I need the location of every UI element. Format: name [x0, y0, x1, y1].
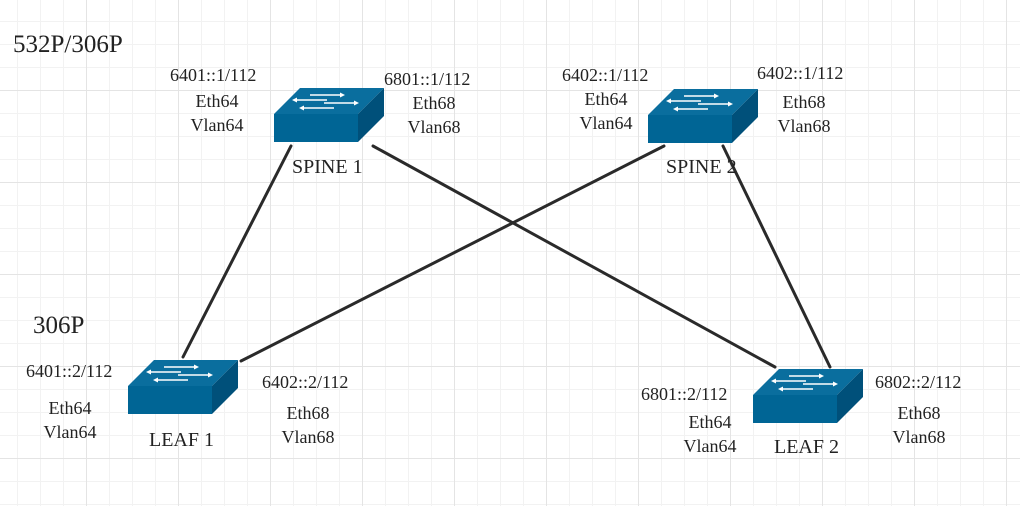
link-spine2-leaf1 — [239, 144, 666, 363]
spine1-left-eth: Eth64 — [195, 91, 239, 111]
spine1-right-address: 6801::1/112 — [384, 69, 471, 89]
leaf2-right-vlan: Vlan68 — [892, 427, 946, 447]
spine2-right-eth: Eth68 — [782, 92, 826, 112]
spine2-left-address: 6402::1/112 — [562, 65, 649, 85]
spine1-left-vlan: Vlan64 — [190, 115, 244, 135]
leaf1-right-address: 6402::2/112 — [262, 372, 349, 392]
spine2-left-eth: Eth64 — [584, 89, 628, 109]
spine2-right-vlan: Vlan68 — [777, 116, 831, 136]
spine2-switch-icon[interactable] — [647, 88, 759, 144]
spine1-right-vlan: Vlan68 — [407, 117, 461, 137]
spine1-right-eth: Eth68 — [412, 93, 456, 113]
group-label-top: 532P/306P — [13, 31, 123, 58]
spine1-switch-icon[interactable] — [273, 87, 385, 143]
spine1-left-address: 6401::1/112 — [170, 65, 257, 85]
leaf2-right-address: 6802::2/112 — [875, 372, 962, 392]
leaf1-switch-icon[interactable] — [127, 359, 239, 415]
leaf1-left-eth: Eth64 — [48, 398, 92, 418]
group-label-bottom: 306P — [33, 312, 85, 339]
link-spine1-leaf1 — [181, 144, 293, 359]
leaf2-name: LEAF 2 — [774, 436, 839, 458]
spine2-right-address: 6402::1/112 — [757, 63, 844, 83]
leaf2-switch-icon[interactable] — [752, 368, 864, 424]
leaf1-left-address: 6401::2/112 — [26, 361, 113, 381]
leaf1-left-vlan: Vlan64 — [43, 422, 97, 442]
leaf2-left-address: 6801::2/112 — [641, 384, 728, 404]
leaf1-name: LEAF 1 — [149, 429, 214, 451]
link-spine2-leaf2 — [721, 144, 832, 369]
leaf2-left-vlan: Vlan64 — [683, 436, 737, 456]
spine2-name: SPINE 2 — [666, 156, 737, 178]
leaf2-right-eth: Eth68 — [897, 403, 941, 423]
leaf1-right-vlan: Vlan68 — [281, 427, 335, 447]
leaf1-right-eth: Eth68 — [286, 403, 330, 423]
spine1-name: SPINE 1 — [292, 156, 363, 178]
link-spine1-leaf2 — [371, 144, 777, 369]
spine2-left-vlan: Vlan64 — [579, 113, 633, 133]
leaf2-left-eth: Eth64 — [688, 412, 732, 432]
